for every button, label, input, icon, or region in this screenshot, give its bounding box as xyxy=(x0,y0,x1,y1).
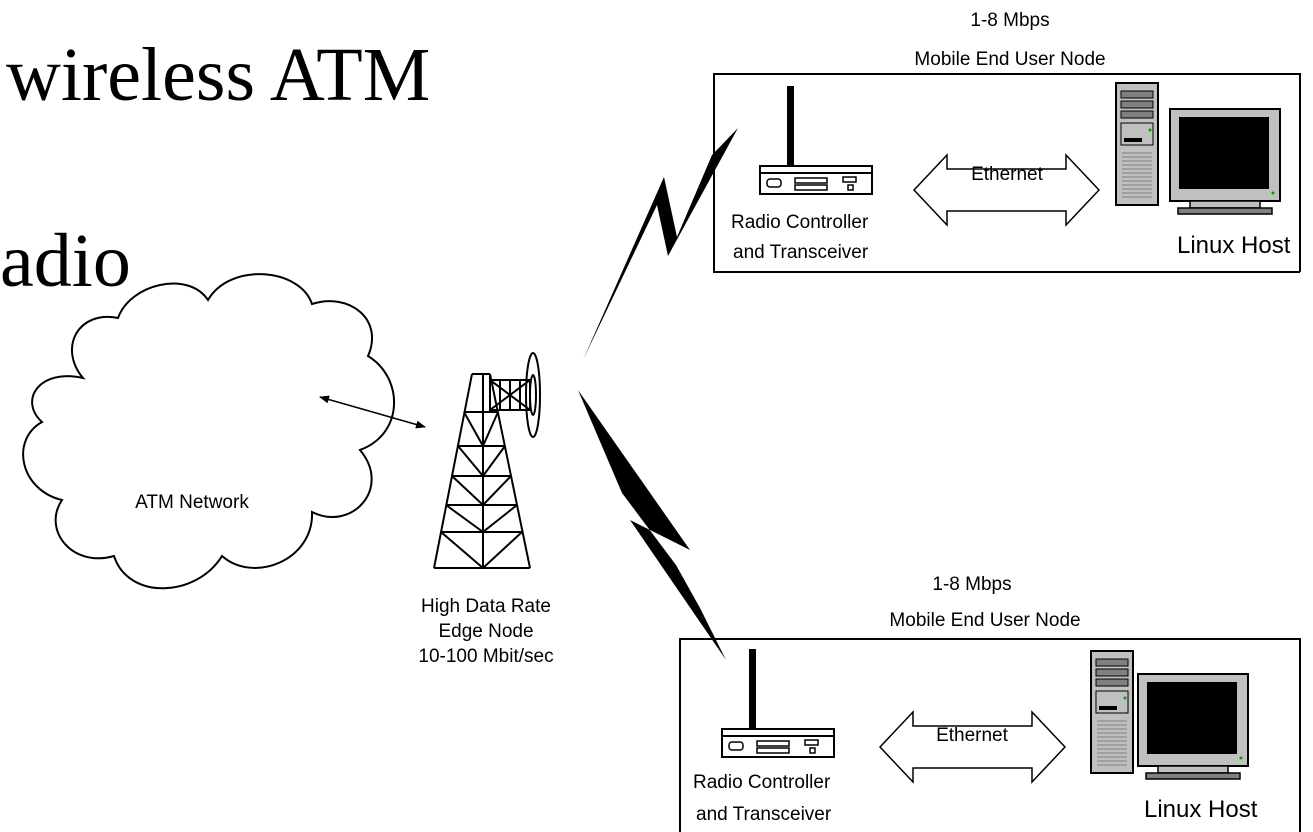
node-top-ethernet: Ethernet xyxy=(971,164,1044,185)
node-top-host: Linux Host xyxy=(1177,232,1291,259)
node-bottom-radio-line2: and Transceiver xyxy=(696,804,832,825)
edge-node-tower-icon xyxy=(433,352,541,569)
tower-pc-icon xyxy=(1090,650,1134,774)
edge-node-label-line1: High Data Rate xyxy=(421,596,551,617)
radio-controller-icon xyxy=(759,85,873,195)
node-top-speed: 1-8 Mbps xyxy=(970,10,1049,31)
node-bottom-speed: 1-8 Mbps xyxy=(932,574,1011,595)
wireless-link-top-icon xyxy=(583,128,738,360)
radio-controller-icon xyxy=(721,648,835,758)
cloud-tower-link xyxy=(319,395,426,429)
cloud-label: ATM Network xyxy=(135,492,249,513)
ethernet-arrow-icon xyxy=(879,711,1066,783)
slide-title-line1: wireless ATM xyxy=(6,33,430,117)
edge-node-label-line2: Edge Node xyxy=(438,621,533,642)
edge-node-label-line3: 10-100 Mbit/sec xyxy=(418,646,553,667)
node-top-radio-line2: and Transceiver xyxy=(733,242,869,263)
slide-title-line2: adio xyxy=(0,219,131,303)
node-bottom-host: Linux Host xyxy=(1144,796,1258,823)
node-bottom-radio-line1: Radio Controller xyxy=(693,772,831,793)
node-bottom-title: Mobile End User Node xyxy=(889,610,1080,631)
atm-network-cloud: ATM Network xyxy=(22,273,396,590)
mobile-node-bottom: 1-8 Mbps Mobile End User Node Ethernet R… xyxy=(679,574,1301,832)
monitor-icon xyxy=(1137,673,1249,780)
node-bottom-ethernet: Ethernet xyxy=(936,725,1009,746)
node-top-title: Mobile End User Node xyxy=(914,49,1105,70)
wireless-link-bottom-icon xyxy=(578,390,726,660)
node-top-radio-line1: Radio Controller xyxy=(731,212,869,233)
mobile-node-top: 1-8 Mbps Mobile End User Node Ethernet R… xyxy=(713,10,1301,273)
tower-pc-icon xyxy=(1115,82,1159,206)
monitor-icon xyxy=(1169,108,1281,215)
